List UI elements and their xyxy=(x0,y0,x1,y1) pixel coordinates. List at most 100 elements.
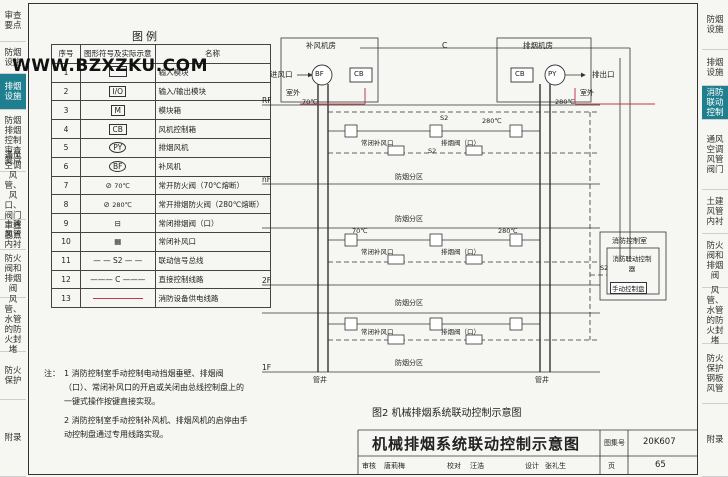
outdoor-left-label: 室外 xyxy=(286,89,300,97)
atlas-label: 图集号 xyxy=(604,439,625,447)
valve-280-label-2f: 280℃ xyxy=(498,227,518,235)
left-tab-active[interactable]: 排烟设施 xyxy=(0,74,26,110)
floor-1f: 1F xyxy=(262,363,272,372)
left-tab[interactable]: 土建风管内衬 xyxy=(0,220,26,250)
design-label: 设计 xyxy=(525,462,539,470)
floor-nf: nF xyxy=(262,175,272,184)
direct-line-symbol: C xyxy=(115,274,121,284)
bus-s2-label-2: S2 xyxy=(428,147,437,155)
review-label: 审核 xyxy=(362,462,376,470)
watermark: WWW.BZXZKU.COM xyxy=(12,56,209,76)
shaft-label-right: 管井 xyxy=(535,376,549,384)
check-label: 校对 xyxy=(447,462,461,470)
bus-line-symbol: S2 xyxy=(112,256,123,266)
exhaust-fan-room xyxy=(496,37,592,103)
cb-text-exhaust: CB xyxy=(515,70,525,78)
cb-text-supply: CB xyxy=(354,70,364,78)
shaft-label-left: 管井 xyxy=(313,376,327,384)
zone-label-1: 防烟分区 xyxy=(395,173,423,181)
supply-room-label: 补风机房 xyxy=(306,41,336,50)
smoke-damper-280-icon: ⊘ xyxy=(103,199,110,209)
damper-label-nf: 常闭补风口 xyxy=(361,139,394,147)
legend-row: 11— — S2 — —联动信号总线 xyxy=(51,250,271,271)
drawing-title: 机械排烟系统联动控制示意图 xyxy=(372,435,581,453)
fire-control-room xyxy=(599,231,667,301)
legend-row: 9⊟常闭排烟阀（口） xyxy=(51,213,271,233)
left-tab[interactable]: 风管、水管的防火封堵 xyxy=(0,295,26,355)
linkage-controller-box xyxy=(606,247,660,295)
right-tab[interactable]: 排烟设施 xyxy=(702,50,728,86)
zone-label-3: 防烟分区 xyxy=(395,299,423,307)
exhaust-valve-label-2f: 排烟阀（口） xyxy=(441,248,480,256)
left-tab[interactable]: 防火保护 xyxy=(0,352,26,400)
left-tab[interactable]: 通风空调风管、风口、阀门审查要点 xyxy=(0,151,26,241)
diagram-caption: 图2 机械排烟系统联动控制示意图 xyxy=(372,408,522,419)
right-tab-active[interactable]: 消防联动控制 xyxy=(702,86,728,120)
exhaust-fan-control-box xyxy=(510,67,534,83)
valve-70-label: 70℃ xyxy=(302,98,318,106)
note-2: 2 消防控制室手动控制补风机、排烟风机的启停由手动控制盘通过专用线路实现。 xyxy=(64,416,248,439)
atlas-number: 20K607 xyxy=(643,437,676,447)
exhaust-valve-label-1f: 排烟阀（口） xyxy=(441,328,480,336)
designer-name: 张礼生 xyxy=(545,462,566,470)
floor-2f: 2F xyxy=(262,276,272,285)
control-room-label: 消防控制室 xyxy=(612,237,647,245)
exhaust-fan-symbol: PY xyxy=(109,142,127,154)
manual-panel-label: 手动控制盘 xyxy=(610,282,647,294)
drawing-frame xyxy=(28,3,698,475)
right-tab[interactable]: 风管、水管的防火封堵 xyxy=(702,286,728,346)
linkage-controller-label: 消防联动控制器 xyxy=(612,255,652,273)
left-tab[interactable]: 防火阀和排烟阀 xyxy=(0,250,26,298)
left-tab[interactable]: 防烟设施 xyxy=(0,42,26,74)
exhaust-valve-label-nf: 排烟阀（口） xyxy=(441,139,480,147)
power-line-symbol xyxy=(92,298,143,300)
reviewer-name: 唐莉梅 xyxy=(384,462,405,470)
right-tab[interactable]: 防烟设施 xyxy=(702,0,728,50)
exhaust-valve-icon: ⊟ xyxy=(114,218,121,228)
bf-text: BF xyxy=(315,70,324,78)
outdoor-right-label: 室外 xyxy=(580,89,594,97)
damper-label-2f: 常闭补风口 xyxy=(361,248,394,256)
py-text: PY xyxy=(548,70,557,78)
io-module-symbol: I/O xyxy=(109,85,127,97)
fan-control-box-symbol: CB xyxy=(108,123,127,135)
checker-name: 汪浩 xyxy=(470,462,484,470)
fire-damper-70-icon: ⊘ xyxy=(105,180,112,190)
valve-70-label-2f: 70℃ xyxy=(352,227,368,235)
page-label: 页 xyxy=(608,462,615,470)
valve-280-label-nf: 280℃ xyxy=(482,117,502,125)
supply-fan-symbol: BF xyxy=(109,161,127,173)
supply-inlet-icon: ▦ xyxy=(114,237,122,247)
right-tab[interactable]: 防火阀和排烟阀 xyxy=(702,234,728,288)
zone-label-4: 防烟分区 xyxy=(395,359,423,367)
direct-line-label: C xyxy=(442,41,448,50)
floor-rf: RF xyxy=(262,96,272,105)
legend-row: 10▦常闭补风口 xyxy=(51,231,271,252)
right-tab[interactable]: 通风空调风管阀门 xyxy=(702,120,728,190)
right-tab[interactable]: 土建风管内衬 xyxy=(702,190,728,234)
bus-s2-label-1: S2 xyxy=(440,114,449,122)
right-tab[interactable]: 防火保护钢板风管 xyxy=(702,344,728,404)
intake-label: 进风口 xyxy=(270,70,293,79)
notes-label: 注： xyxy=(44,369,60,378)
legend-title: 图例 xyxy=(132,30,160,43)
page-number: 65 xyxy=(655,460,666,470)
module-box-symbol: M xyxy=(110,104,125,116)
supply-fan-room xyxy=(280,37,379,103)
valve-280-label: 280℃ xyxy=(555,98,575,106)
damper-label-1f: 常闭补风口 xyxy=(361,328,394,336)
left-tab[interactable]: 防烟排烟控制审查要点 xyxy=(0,110,26,172)
left-tab[interactable]: 审查要点 xyxy=(0,0,26,42)
note-1: 1 消防控制室手动控制电动挡烟垂壁、排烟阀（口）、常闭补风口的开启或关闭由总线控… xyxy=(64,369,244,406)
exhaust-room-label: 排烟机房 xyxy=(523,41,553,50)
